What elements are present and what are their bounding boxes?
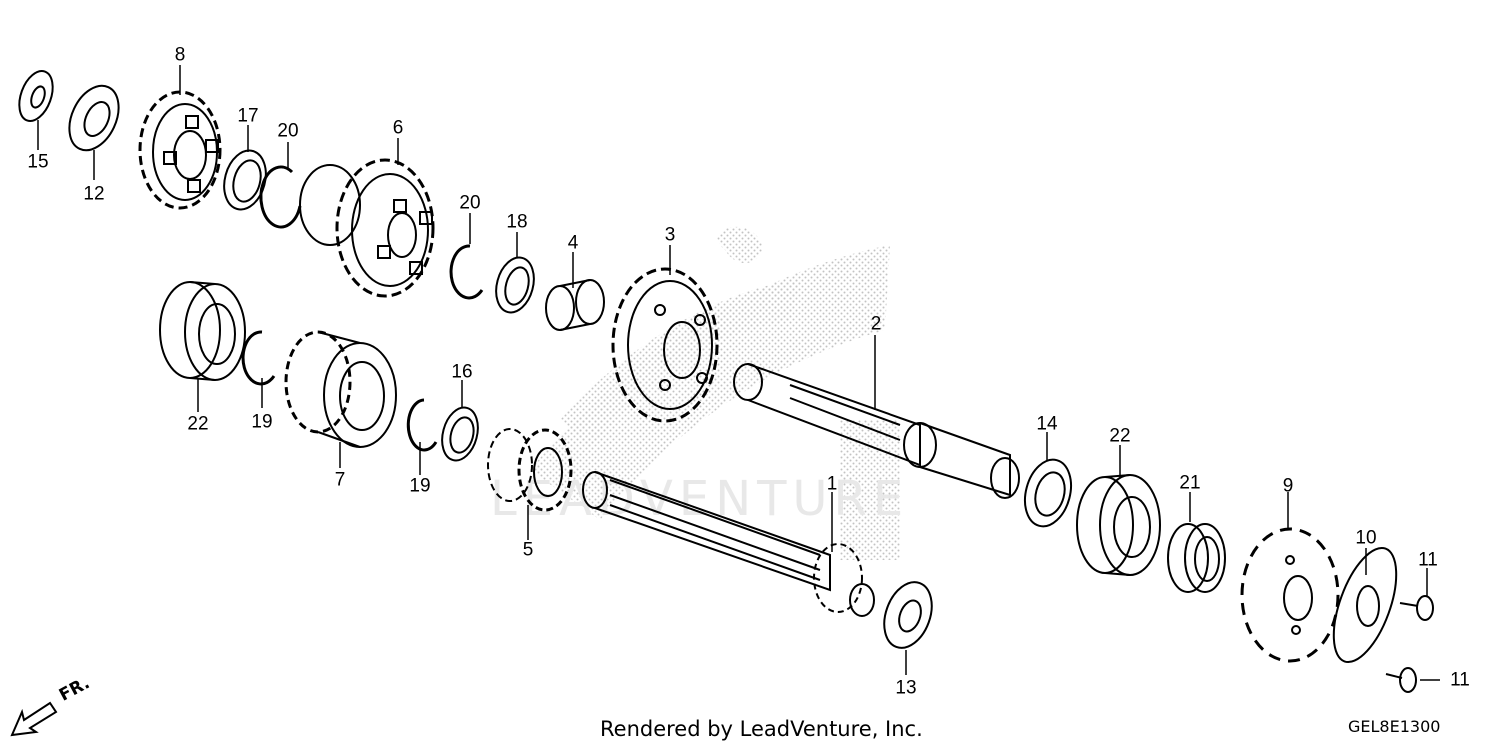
leader-lines (37, 65, 1440, 681)
callout-20-upper[interactable]: 20 (277, 120, 299, 142)
gear-5 (487, 428, 573, 512)
callout-13[interactable]: 13 (895, 677, 917, 699)
callout-19-upper[interactable]: 19 (251, 411, 273, 433)
washer-13 (883, 581, 933, 649)
callout-19-lower[interactable]: 19 (409, 475, 431, 497)
callout-10[interactable]: 10 (1355, 527, 1377, 549)
gear-6 (299, 158, 435, 298)
callout-8[interactable]: 8 (174, 44, 186, 66)
front-direction-arrow-icon (10, 701, 58, 737)
sprocket-9 (1240, 527, 1340, 663)
callout-7[interactable]: 7 (334, 469, 346, 491)
callout-5[interactable]: 5 (522, 539, 534, 561)
callout-20-lower[interactable]: 20 (459, 192, 481, 214)
render-credit: Rendered by LeadVenture, Inc. (600, 717, 923, 741)
callout-1[interactable]: 1 (826, 473, 838, 495)
gear-3 (611, 267, 719, 423)
callout-22-left[interactable]: 22 (187, 413, 209, 435)
oil-seal-21 (1167, 523, 1226, 593)
washer-12 (68, 84, 120, 152)
circlip-19-lower (406, 398, 438, 452)
mainshaft-1 (582, 471, 875, 617)
callout-12[interactable]: 12 (83, 183, 105, 205)
callout-18[interactable]: 18 (506, 211, 528, 233)
callout-9[interactable]: 9 (1282, 475, 1294, 497)
washer-17 (223, 149, 267, 211)
gear-7 (284, 330, 397, 448)
callout-17[interactable]: 17 (237, 105, 259, 127)
callout-2[interactable]: 2 (870, 313, 882, 335)
watermark-text: LEADVENTURE (490, 471, 909, 527)
bearing-22-left (159, 281, 246, 381)
callout-16[interactable]: 16 (451, 361, 473, 383)
washer-14 (1023, 458, 1073, 528)
washer-18 (495, 256, 535, 314)
washer-15 (18, 70, 54, 122)
bolt-11-lower (1385, 667, 1417, 693)
callout-21[interactable]: 21 (1179, 472, 1201, 494)
callout-15[interactable]: 15 (27, 151, 49, 173)
countershaft-2 (733, 363, 1020, 499)
bolt-11-upper (1399, 595, 1434, 621)
callout-4[interactable]: 4 (567, 232, 579, 254)
callout-11-upper[interactable]: 11 (1418, 549, 1438, 571)
bushing-4 (545, 279, 605, 331)
callout-11-lower[interactable]: 11 (1450, 669, 1470, 691)
plate-10 (1332, 546, 1398, 664)
circlip-20-upper (259, 165, 302, 229)
gear-8 (138, 90, 222, 210)
circlip-20-lower (449, 244, 484, 300)
diagram-code: GEL8E1300 (1348, 717, 1441, 736)
bearing-22-right (1076, 474, 1161, 576)
callout-22-right[interactable]: 22 (1109, 425, 1131, 447)
callout-6[interactable]: 6 (392, 117, 404, 139)
callout-3[interactable]: 3 (664, 224, 676, 246)
washer-16 (441, 406, 479, 462)
callout-14[interactable]: 14 (1036, 413, 1058, 435)
circlip-19-upper (241, 330, 276, 386)
